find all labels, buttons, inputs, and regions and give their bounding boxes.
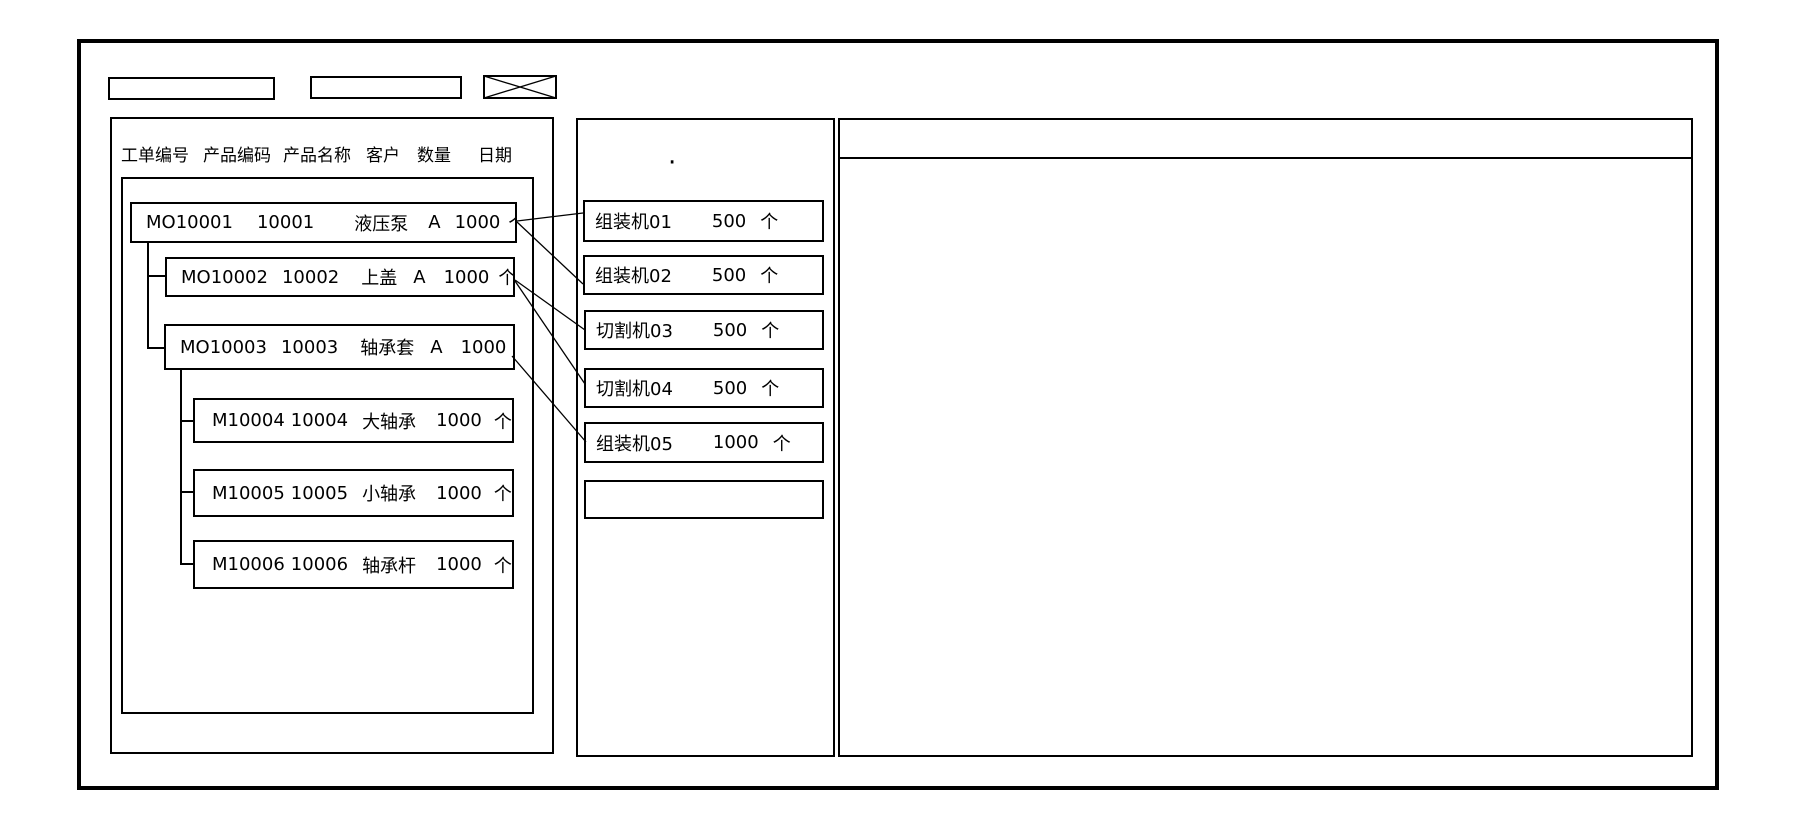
- customer: A: [430, 336, 443, 358]
- unit: 个: [508, 210, 515, 236]
- quantity: 1000: [460, 336, 507, 358]
- unit: 个: [493, 555, 512, 577]
- product-name: 液压泵: [354, 213, 409, 235]
- unit: 个: [760, 266, 779, 287]
- product-name: 轴承杆: [362, 555, 417, 577]
- machine-name: 切割机03: [596, 321, 673, 342]
- machine-qty: 500: [712, 377, 748, 399]
- product-name: 小轴承: [362, 484, 417, 505]
- toolbar-input-1[interactable]: [108, 77, 275, 100]
- order-box-MO10002[interactable]: MO10002 10002 上盖 A 1000 个: [165, 257, 515, 297]
- machine-box-zzj02[interactable]: 组装机02 500 个: [583, 255, 824, 295]
- customer: A: [413, 266, 426, 288]
- column-header-product-name: 产品名称: [283, 146, 351, 166]
- order-box-M10004[interactable]: M10004 10004 大轴承 1000 个: [193, 398, 514, 443]
- order-box-MO10003[interactable]: MO10003 10003 轴承套 A 1000 个: [164, 324, 515, 370]
- order-id: M10005: [212, 482, 285, 504]
- product-code: 10002: [281, 266, 340, 288]
- quantity: 1000: [454, 212, 501, 233]
- machine-qty: 500: [711, 264, 747, 286]
- unit: 个: [493, 411, 512, 433]
- order-id: M10004: [212, 410, 285, 431]
- tree-branch-line: [180, 563, 193, 565]
- customer: A: [428, 212, 441, 233]
- order-id: MO10003: [180, 336, 267, 358]
- unit: 个: [493, 484, 512, 505]
- machine-box-qgj04[interactable]: 切割机04 500 个: [584, 368, 824, 408]
- dot-marker: ·: [668, 148, 677, 178]
- image-placeholder-icon[interactable]: [483, 75, 557, 99]
- product-name: 上盖: [361, 268, 398, 289]
- machine-name: 组装机01: [595, 212, 672, 233]
- tree-branch-line: [147, 347, 164, 349]
- product-code: 10005: [290, 482, 349, 504]
- machine-name: 组装机02: [595, 266, 672, 287]
- column-header-date: 日期: [478, 146, 512, 166]
- detail-panel-header-divider: [840, 157, 1691, 159]
- machine-box-zzj01[interactable]: 组装机01 500 个: [583, 200, 824, 242]
- tree-branch-line: [180, 420, 193, 422]
- tree-branch-line: [147, 242, 149, 349]
- machine-name: 切割机04: [596, 379, 673, 400]
- order-id: M10006: [212, 554, 285, 575]
- tree-branch-line: [147, 275, 165, 277]
- product-name: 大轴承: [362, 411, 417, 433]
- unit: 个: [761, 379, 780, 400]
- quantity: 1000: [436, 482, 482, 504]
- product-code: 10006: [290, 554, 349, 575]
- tree-branch-line: [180, 370, 182, 565]
- order-id: MO10001: [146, 212, 233, 233]
- machine-box-empty[interactable]: [584, 480, 824, 519]
- machine-qty: 500: [711, 210, 747, 232]
- order-box-MO10001[interactable]: MO10001 10001 液压泵 A 1000 个: [130, 202, 517, 243]
- quantity: 1000: [443, 266, 490, 288]
- column-header-product-code: 产品编码: [203, 146, 271, 166]
- machine-qty: 1000: [712, 432, 759, 453]
- column-header-quantity: 数量: [417, 146, 451, 166]
- column-header-order-id: 工单编号: [121, 146, 189, 166]
- product-code: 10001: [256, 212, 315, 233]
- machine-name: 组装机05: [596, 433, 673, 455]
- order-id: MO10002: [181, 266, 268, 288]
- machine-qty: 500: [712, 319, 748, 341]
- unit: 个: [772, 433, 791, 455]
- order-box-M10005[interactable]: M10005 10005 小轴承 1000 个: [193, 469, 514, 517]
- product-code: 10004: [290, 410, 349, 431]
- quantity: 1000: [436, 410, 482, 431]
- column-header-customer: 客户: [366, 146, 400, 166]
- product-code: 10003: [280, 336, 339, 358]
- machine-box-zzj05[interactable]: 组装机05 1000 个: [584, 422, 824, 463]
- unit: 个: [760, 212, 779, 233]
- toolbar-input-2[interactable]: [310, 76, 462, 99]
- detail-panel: [838, 118, 1693, 757]
- order-box-M10006[interactable]: M10006 10006 轴承杆 1000 个: [193, 540, 514, 589]
- tree-branch-line: [180, 491, 193, 493]
- machine-box-qgj03[interactable]: 切割机03 500 个: [584, 310, 824, 350]
- unit: 个: [498, 268, 515, 289]
- product-name: 轴承套: [360, 338, 415, 359]
- unit: 个: [761, 321, 780, 342]
- quantity: 1000: [436, 554, 482, 575]
